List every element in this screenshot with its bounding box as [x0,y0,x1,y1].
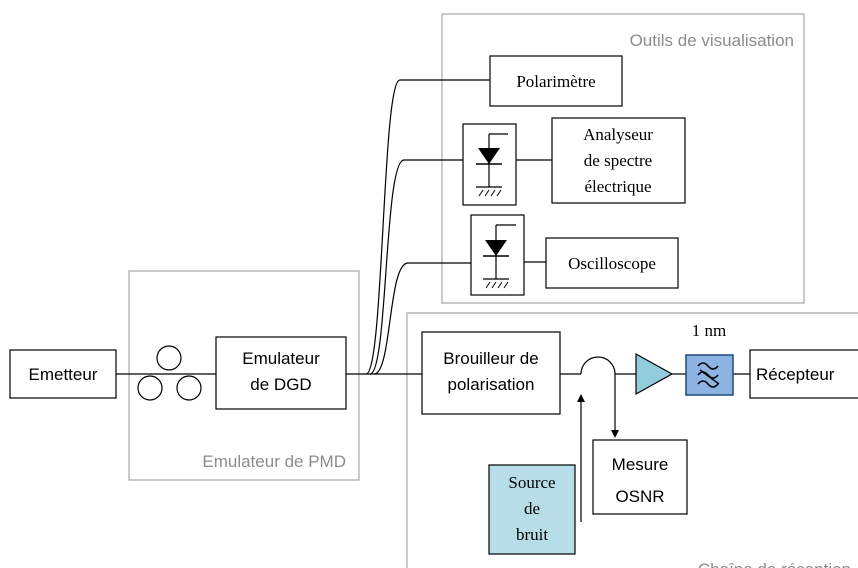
dgd-label-line2: de DGD [250,375,311,394]
recepteur-block: Récepteur [749,349,858,399]
fiber-coil-icon [137,345,202,401]
pmd-emulator-group: Emulateur de PMD [128,270,360,481]
amplifier-icon [635,352,674,396]
dgd-emulator-block: Emulateur de DGD [215,336,347,410]
optical-filter-icon [685,354,734,396]
mesure-label-line2: OSNR [615,487,664,506]
polarimetre-block: Polarimètre [489,55,623,107]
source-label-line3: bruit [516,525,548,544]
analyseur-block: Analyseur de spectre électrique [551,117,686,204]
reception-chain-group: Chaîne de réception [406,312,858,568]
analyseur-label-line2: de spectre [584,151,652,170]
signal-lines [116,79,750,522]
emetteur-label: Emetteur [29,365,98,384]
brouilleur-block: Brouilleur de polarisation [421,331,561,415]
dgd-label-line1: Emulateur [242,349,320,368]
analyseur-label-line3: électrique [584,177,651,196]
photodiode-icon [470,214,525,296]
brouilleur-label-line1: Brouilleur de [443,349,538,368]
visualisation-group-label: Outils de visualisation [630,31,794,50]
analyseur-label-line1: Analyseur [583,125,653,144]
osnr-measurement-block: Mesure OSNR [592,439,688,515]
polarimetre-label: Polarimètre [516,72,595,91]
reception-chain-group-label: Chaîne de réception [698,560,851,568]
visualisation-group: Outils de visualisation [441,13,805,304]
emetteur-block: Emetteur [9,349,117,399]
recepteur-label: Récepteur [756,365,835,384]
noise-source-block: Source de bruit [488,464,576,555]
source-label-line2: de [524,499,540,518]
oscilloscope-label: Oscilloscope [568,254,656,273]
mesure-label-line1: Mesure [612,455,669,474]
source-label-line1: Source [508,473,555,492]
pmd-emulator-group-label: Emulateur de PMD [202,452,346,471]
oscilloscope-block: Oscilloscope [545,237,679,289]
brouilleur-label-line2: polarisation [448,375,535,394]
filter-bandwidth-label: 1 nm [692,321,726,340]
photodiode-icon [462,123,517,206]
